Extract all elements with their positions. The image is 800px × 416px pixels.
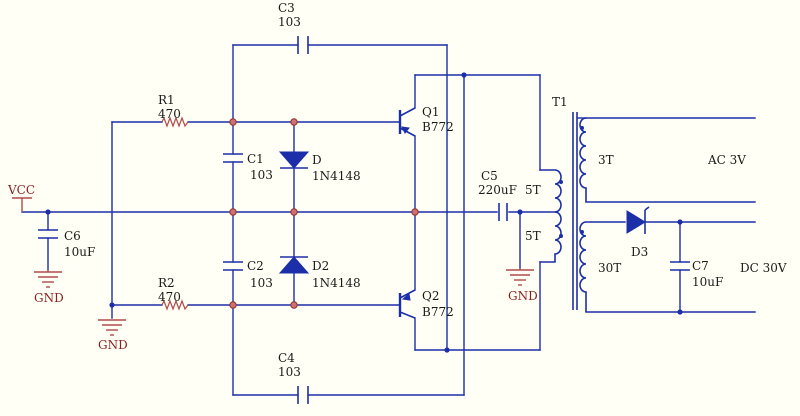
c3-value: 103 [278,15,301,29]
transformer-t1: T1 5T 5T 3T 30T [525,95,621,312]
gnd-label-r2: GND [98,338,128,352]
resistor-r1: R1 470 [158,93,189,128]
c3-ref: C3 [278,1,295,15]
gnd-label-c6: GND [34,291,64,305]
d3-ref: D3 [631,245,648,259]
c1-value: 103 [250,168,273,182]
winding-5t-top: 5T [525,183,541,197]
transistor-q1: Q1 B772 [398,105,454,137]
c7-value: 10uF [692,275,723,289]
vcc-label: VCC [7,183,35,197]
winding-5t-bottom: 5T [525,229,541,243]
q1-value: B772 [422,120,454,134]
d2-value: 1N4148 [312,276,361,290]
capacitor-c3: C3 103 [278,1,309,54]
ground-symbol-c6: GND [34,270,64,305]
capacitor-c1: C1 103 [223,152,273,182]
c6-value: 10uF [64,245,95,259]
c1-ref: C1 [247,152,264,166]
q1-ref: Q1 [422,105,439,119]
r2-value: 470 [158,290,181,304]
diode-d2: D2 1N4148 [278,256,361,290]
transistor-q2: Q2 B772 [398,289,454,319]
d2-ref: D2 [312,259,329,273]
diode-d3: D3 [626,206,650,259]
c7-ref: C7 [692,259,709,273]
c4-value: 103 [278,365,301,379]
ground-symbol-r2: GND [98,319,128,352]
capacitor-c5: C5 220uF [478,169,517,221]
d-ref: D [312,153,322,167]
resistor-r2: R2 470 [158,276,189,311]
r2-ref: R2 [158,276,175,290]
capacitor-c4: C4 103 [278,351,309,404]
capacitor-c7: C7 10uF [670,259,723,289]
capacitor-c2: C2 103 [223,259,273,290]
vcc-symbol: VCC [7,183,35,212]
ground-symbol-t1: GND [506,268,538,303]
r1-ref: R1 [158,93,175,107]
q2-value: B772 [422,305,454,319]
capacitor-c6: C6 10uF [38,229,95,259]
winding-3t: 3T [598,153,614,167]
c6-ref: C6 [64,229,81,243]
c2-value: 103 [250,276,273,290]
c4-ref: C4 [278,351,295,365]
c2-ref: C2 [247,259,264,273]
winding-30t: 30T [598,261,621,275]
output-dc-label: DC 30V [740,261,787,275]
c5-value: 220uF [478,183,517,197]
r1-value: 470 [158,107,181,121]
q2-ref: Q2 [422,289,439,303]
junctions [45,72,683,353]
t1-ref: T1 [552,95,568,109]
d-value: 1N4148 [312,169,361,183]
diode-d: D 1N4148 [278,151,361,183]
output-ac-label: AC 3V [707,153,746,167]
gnd-label-t1: GND [508,289,538,303]
c5-ref: C5 [481,169,498,183]
